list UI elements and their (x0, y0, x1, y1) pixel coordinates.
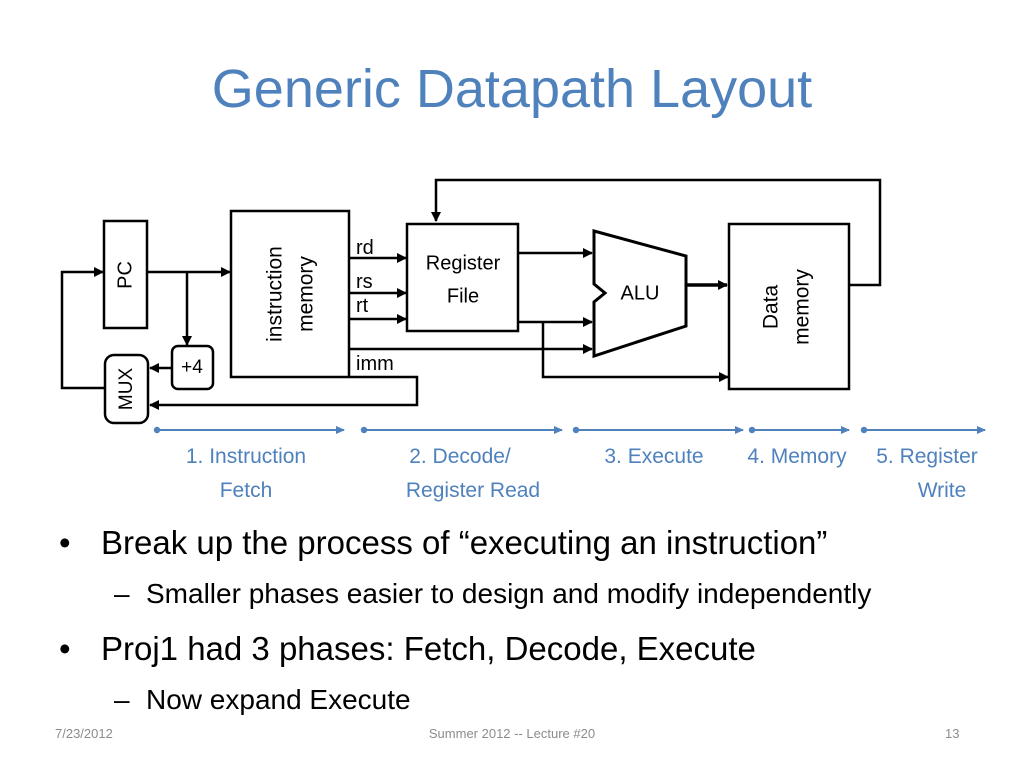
bullet-item: • Break up the process of “executing an … (59, 524, 828, 561)
instruction-memory-label-line1: instruction (264, 246, 287, 342)
register-file-label-line1: Register (426, 252, 501, 274)
data-memory-label-line2: memory (791, 269, 814, 345)
stage-3-label: 3. Execute (604, 445, 703, 468)
mux-label: MUX (116, 368, 137, 411)
instruction-memory-label-line2: memory (295, 256, 318, 332)
stage-2-label-line2: Register Read (406, 479, 540, 502)
footer-date: 7/23/2012 (55, 726, 113, 741)
signal-rs-label: rs (356, 271, 373, 293)
stage-1-label-line1: 1. Instruction (186, 445, 306, 468)
stage-1-label-line2: Fetch (220, 479, 273, 502)
bullet-dot-icon: • (59, 524, 71, 561)
alu: ALU (592, 229, 688, 359)
datapath-wires (60, 178, 882, 410)
bullet-dot-icon: • (59, 630, 71, 667)
sub-bullet-item: – Smaller phases easier to design and mo… (114, 578, 872, 609)
slide-title: Generic Datapath Layout (211, 59, 813, 119)
alu-label: ALU (621, 282, 660, 304)
sub-bullet-item: – Now expand Execute (114, 684, 411, 715)
sub-bullet-text: Now expand Execute (146, 684, 411, 715)
dash-icon: – (114, 684, 130, 715)
register-file-label-line2: File (447, 285, 479, 307)
bullet-text: Break up the process of “executing an in… (101, 524, 828, 561)
stage-2-label-line1: 2. Decode/ (409, 445, 511, 468)
data-memory: Data memory (727, 222, 851, 391)
plus4-label: +4 (181, 357, 203, 378)
footer-lecture: Summer 2012 -- Lecture #20 (428, 726, 596, 741)
plus4-adder: +4 (170, 344, 215, 391)
stage-5-label-line1: 5. Register (876, 445, 978, 468)
signal-imm-label: imm (356, 353, 394, 375)
pc-label: PC (114, 261, 136, 289)
stage-5-label-line2: Write (918, 479, 967, 502)
footer-page-number: 13 (945, 726, 960, 741)
pc-register: PC (102, 219, 149, 330)
bullet-item: • Proj1 had 3 phases: Fetch, Decode, Exe… (59, 630, 756, 667)
pc-mux: MUX (103, 353, 150, 425)
instruction-memory: instruction memory (229, 209, 351, 379)
dash-icon: – (114, 578, 130, 609)
stage-labels: 1. Instruction Fetch 2. Decode/ Register… (186, 445, 978, 502)
signal-rt-label: rt (356, 295, 369, 317)
data-memory-label-line1: Data (760, 285, 783, 330)
bullet-text: Proj1 had 3 phases: Fetch, Decode, Execu… (101, 630, 756, 667)
sub-bullet-text: Smaller phases easier to design and modi… (146, 578, 872, 609)
register-file: Register File (405, 222, 520, 333)
signal-rd-label: rd (356, 237, 374, 259)
stage-4-label: 4. Memory (747, 445, 847, 468)
